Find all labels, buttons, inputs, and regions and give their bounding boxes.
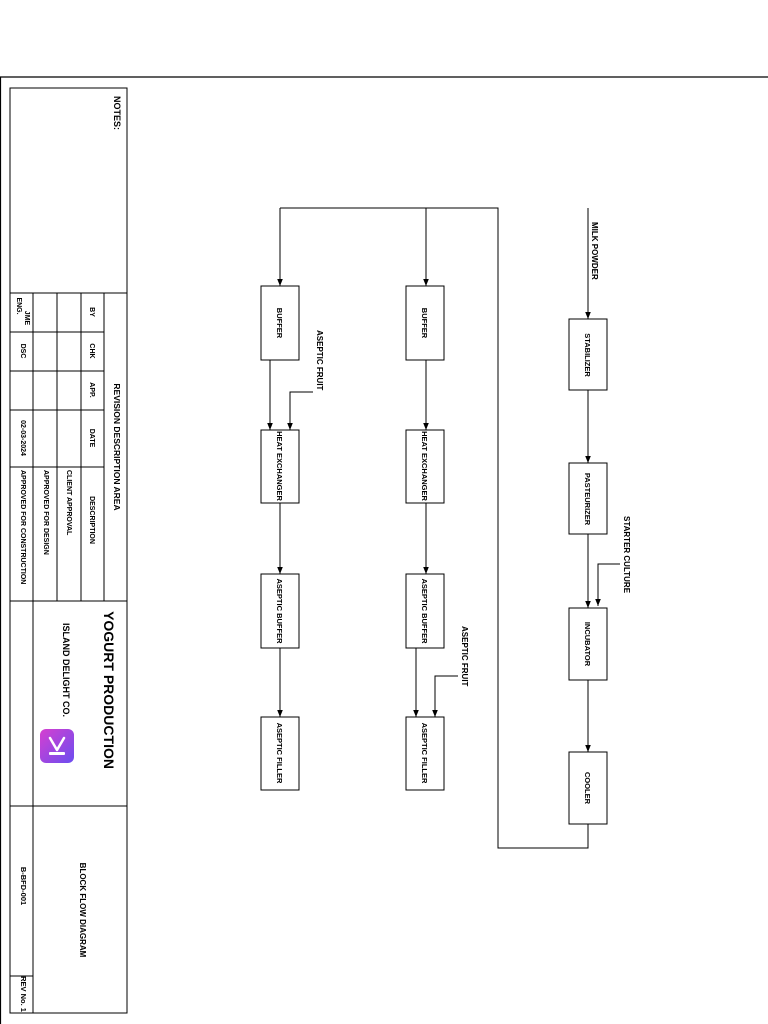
block-heat-exchanger-a: HEAT EXCHANGER [260,429,300,504]
block-label: INCUBATOR [583,622,592,667]
block-label: COOLER [583,772,592,805]
block-heat-exchanger-b: HEAT EXCHANGER [405,429,445,504]
input-milk-powder: MILK POWDER [590,222,599,280]
company-logo-icon [40,729,74,763]
revision-approved-construction: APPROVED FOR CONSTRUCTION [19,470,26,584]
block-stabilizer: STABILIZER [568,318,608,391]
block-aseptic-filler-b: ASEPTIC FILLER [405,716,445,791]
sheet-border [0,76,768,1024]
block-pasteurizer: PASTEURIZER [568,462,608,535]
block-label: ASEPTIC BUFFER [420,578,429,644]
block-label: BUFFER [275,308,284,339]
drawing-number: B-BFD-001 [19,867,28,905]
block-label: HEAT EXCHANGER [275,431,284,501]
block-label: PASTEURIZER [583,473,592,526]
block-label: ASEPTIC FILLER [420,723,429,784]
block-aseptic-buffer-b: ASEPTIC BUFFER [405,573,445,649]
header-by: BY [88,307,95,317]
block-label: HEAT EXCHANGER [420,431,429,501]
block-label: ASEPTIC FILLER [275,723,284,784]
company-name: ISLAND DELIGHT CO. [61,623,71,717]
signature-jme: JME [23,311,30,326]
signature-eng: ENG. [15,297,22,314]
input-starter-culture: STARTER CULTURE [622,516,631,594]
block-cooler: COOLER [568,751,608,825]
block-aseptic-filler-a: ASEPTIC FILLER [260,716,300,791]
drawing-title: BLOCK FLOW DIAGRAM [78,863,87,958]
block-incubator: INCUBATOR [568,607,608,681]
notes-label: NOTES: [112,96,122,130]
block-label: BUFFER [420,308,429,339]
project-title: YOGURT PRODUCTION [101,611,117,769]
block-aseptic-buffer-a: ASEPTIC BUFFER [260,573,300,649]
block-label: ASEPTIC BUFFER [275,578,284,644]
revision-area-label: REVISION DESCRIPTION AREA [112,383,122,510]
block-label: STABILIZER [583,333,592,377]
block-buffer-a: BUFFER [260,285,300,361]
input-aseptic-fruit-b: ASEPTIC FRUIT [460,626,469,687]
header-date: DATE [88,429,95,448]
block-buffer-b: BUFFER [405,285,445,361]
header-description: DESCRIPTION [88,496,95,544]
header-app: APP. [88,382,95,397]
signature-dsc: DSC [19,344,26,359]
title-block [9,87,128,1014]
revision-client-approval: CLIENT APPROVAL [65,470,72,536]
revision-date: 02-03-2024 [19,420,26,456]
revision-approved-design: APPROVED FOR DESIGN [42,470,49,555]
revision-number: REV No. 1 [19,976,28,1012]
header-chk: CHK [88,343,95,358]
input-aseptic-fruit-a: ASEPTIC FRUIT [315,330,324,391]
flow-lines [267,207,620,849]
